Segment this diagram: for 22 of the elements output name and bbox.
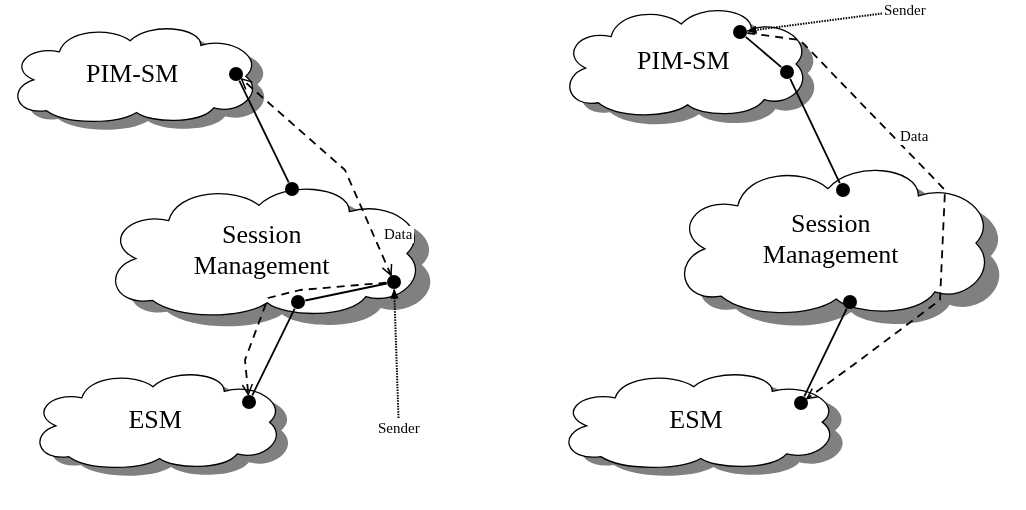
node-label: ESM (669, 403, 723, 436)
node-dot (285, 182, 299, 196)
connector-line (803, 307, 848, 398)
sender-label: Sender (884, 2, 926, 19)
leader-line (746, 12, 883, 34)
connector-line (238, 79, 290, 184)
node-label: ESM (128, 403, 182, 436)
edge-label: Data (382, 226, 415, 243)
node-label: Session Management (192, 218, 331, 282)
data-flow-arrow (746, 32, 946, 400)
connector-line (304, 282, 388, 302)
connector-line (251, 307, 296, 397)
data-flow-arrow (240, 78, 393, 276)
node-label: Session Management (761, 207, 900, 271)
leader-line (390, 288, 400, 419)
node-label: PIM-SM (637, 45, 730, 77)
connector-line (789, 77, 841, 185)
sender-label: Sender (378, 420, 420, 437)
node-label: PIM-SM (85, 57, 179, 90)
edge-label: Data (898, 128, 931, 145)
connector-line (744, 36, 783, 68)
data-flow-arrow (241, 281, 388, 396)
